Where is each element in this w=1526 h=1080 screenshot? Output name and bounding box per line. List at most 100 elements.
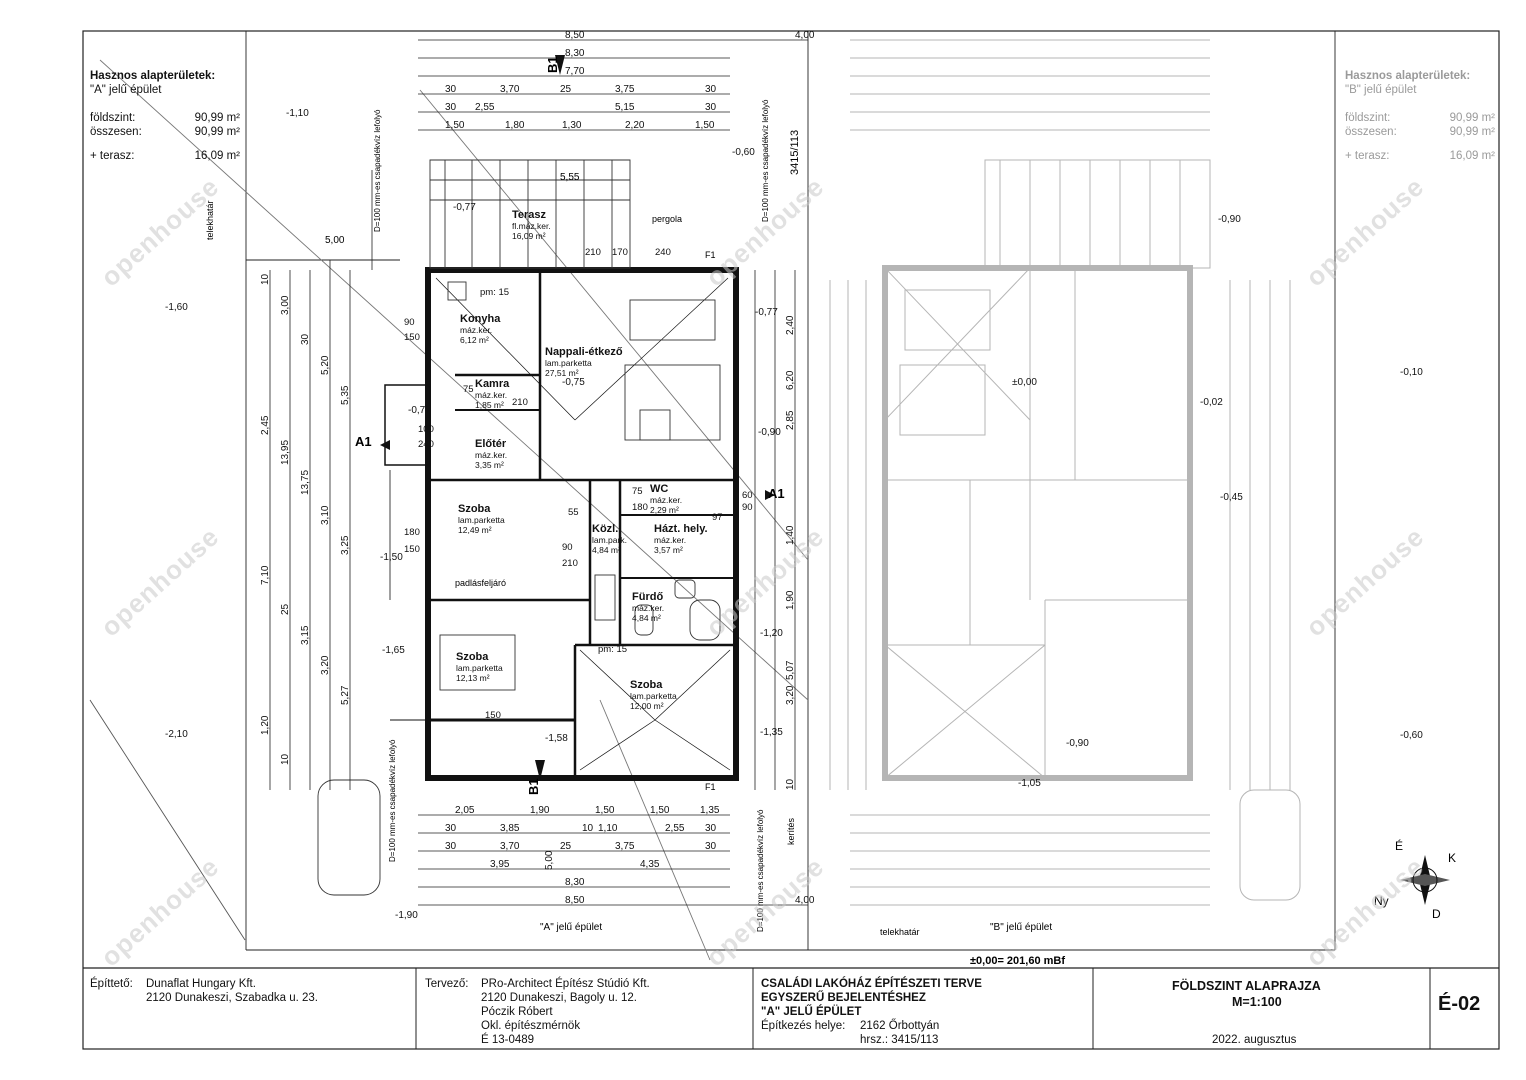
furniture [317,281,721,896]
dim-label: 2,40 [785,315,796,335]
section-b-bottom: B1 [526,778,541,795]
room-area: 2,29 m² [650,505,679,515]
dim-label: 3,85 [500,823,520,834]
dim-label: 8,30 [565,48,585,59]
room-area: 3,57 m² [654,545,683,555]
dim-label: 1,35 [700,805,720,816]
attic-hatch-label: padlásfeljáró [455,578,506,588]
level-marker: -0,45 [1220,492,1243,503]
level-marker: -1,60 [165,302,188,313]
room-finish: lam.parketta [630,691,677,701]
dim-label: 5,07 [785,660,796,680]
dim-label: 4,00 [795,30,815,41]
dim-label: 30 [705,841,717,852]
dim-label: 3,15 [300,625,311,645]
compass-e: K [1448,851,1456,865]
room-area: 12,49 m² [458,525,492,535]
dim-label: 3,70 [500,841,520,852]
dim-label: 1,80 [505,120,525,131]
gap-dim: 5,00 [325,235,345,246]
opening-label: 210 [585,247,601,258]
opening-label: 150 [404,544,420,555]
dim-label: 25 [560,841,572,852]
dim-label: 2,55 [665,823,685,834]
areas-a-row: összesen:90,99 m² [90,126,240,138]
terrace-pergola [429,159,631,269]
room-area: 4,84 m² [592,545,621,555]
room-name: Kamra [475,378,510,390]
level-marker: -1,05 [1018,778,1041,789]
dim-label: 1,90 [785,590,796,610]
opening-label: pm: 15 [480,287,509,298]
room-name: Házt. hely. [654,523,708,535]
project-line: CSALÁDI LAKÓHÁZ ÉPÍTÉSZETI TERVE [761,978,982,990]
dim-label: 10 [582,823,594,834]
builder-address: 2120 Dunakeszi, Szabadka u. 23. [146,992,318,1004]
dim-label: 1,50 [695,120,715,131]
areas-a-title: Hasznos alapterületek: [90,70,216,82]
dim-label: 5,35 [340,385,351,405]
dim-label: 13,95 [280,440,291,465]
dim-label: 4,00 [795,895,815,906]
dim-label: 10 [280,753,291,765]
opening-label: 90 [562,542,573,553]
level-marker: -1,65 [382,645,405,656]
areas-b-title: Hasznos alapterületek: [1345,70,1471,82]
dim-label: 5,20 [320,355,331,375]
opening-label: 210 [512,397,528,408]
fixture-f1-top: F1 [705,250,716,260]
sheet-scale: M=1:100 [1232,995,1282,1009]
north-arrow [1400,855,1450,905]
level-marker: -0,10 [1400,367,1423,378]
room-name: Előtér [475,438,507,450]
opening-label: 100 [418,424,434,435]
level-marker: -0,60 [1400,730,1423,741]
level-marker: -0,90 [1218,214,1241,225]
level-marker: -1,50 [380,552,403,563]
car-icon [317,779,381,896]
dim-label: 7,10 [260,565,271,585]
plot-boundaries [89,31,1336,961]
dim-label: 3,70 [500,84,520,95]
dim-label: 3,20 [320,655,331,675]
room-area: 16,09 m² [512,231,546,241]
dim-label: 2,20 [625,120,645,131]
level-marker: -0,90 [758,427,781,438]
opening-label: pm: 15 [598,644,627,655]
dim-label: 6,20 [785,370,796,390]
dim-label: 25 [560,84,572,95]
opening-label: 75 [632,486,643,497]
opening-label: 90 [742,502,753,513]
room-finish: máz.ker. [650,495,682,505]
datum-label: ±0,00= 201,60 mBf [970,955,1065,967]
hrsz: hrsz.: 3415/113 [860,1034,939,1046]
plot-number: 3415/113 [789,130,801,175]
dim-label: 30 [705,102,717,113]
room-name: Fürdő [632,591,663,603]
section-b-top: B1 [545,56,560,73]
level-marker: -1,10 [286,108,309,119]
room-finish: máz.ker. [632,603,664,613]
room-name: Szoba [630,679,663,691]
dim-label: 4,35 [640,859,660,870]
dim-label: 3,75 [615,841,635,852]
room-finish: máz.ker. [654,535,686,545]
dim-label: -0,77 [755,307,778,318]
level-marker: -0,90 [1066,738,1089,749]
room-name: Nappali-étkező [545,346,623,358]
room-area: 1,85 m² [475,400,504,410]
building-b-label: "B" jelű épület [990,922,1052,933]
dim-label: 3,75 [615,84,635,95]
useful-areas-b: Hasznos alapterületek: "B" jelű épület f… [1345,70,1495,163]
dim-label: 13,75 [300,470,311,495]
opening-label: 180 [404,527,420,538]
opening-label: 60 [742,490,753,501]
section-a-right: A1 [768,486,785,501]
designer-line: É 13-0489 [481,1034,535,1046]
builder-label: Építtető: [90,978,133,990]
dim-label: 8,50 [565,895,585,906]
sheet-number: É-02 [1438,993,1481,1015]
room-finish: máz.ker. [460,325,492,335]
room-area: 27,51 m² [545,368,579,378]
